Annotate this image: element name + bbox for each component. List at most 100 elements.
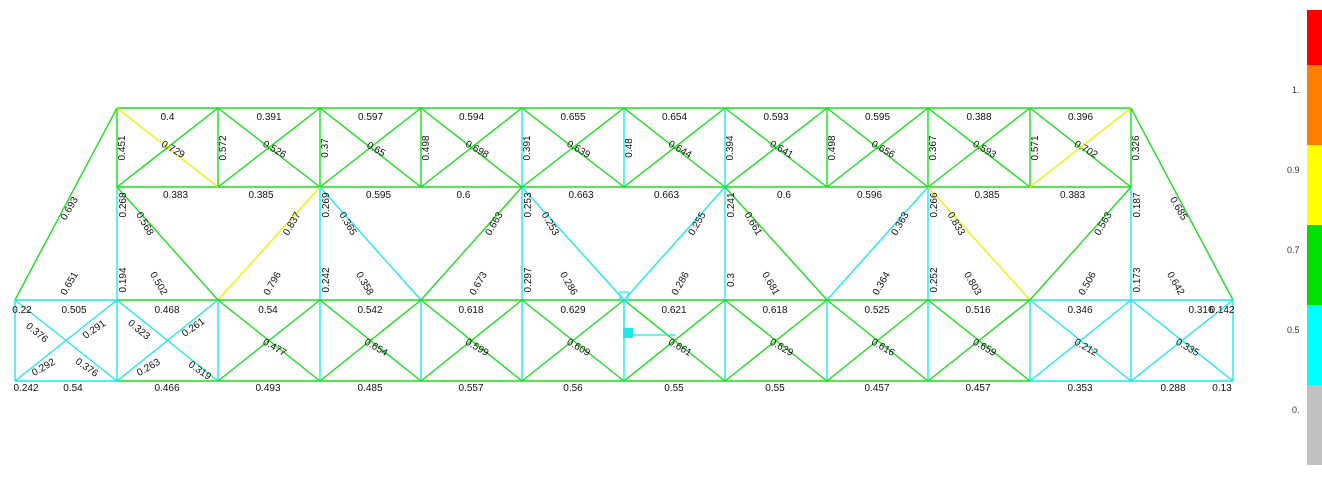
lower-mid-diagonal-label: 0.502 (147, 270, 169, 298)
legend-value-label: 0.5 (1287, 325, 1300, 335)
deck-chord-label: 0.525 (864, 305, 889, 316)
bottom-x-label: 0.654 (362, 337, 390, 359)
legend-color-segment (1307, 65, 1322, 145)
deck-chord-label: 0.468 (154, 305, 179, 316)
bottom-chord-label: 0.557 (458, 383, 483, 394)
upper-mid-chord-label: 0.385 (248, 190, 273, 201)
upper-mid-diagonal-label: 0.663 (484, 210, 506, 238)
bottom-x-brace[interactable] (724, 299, 828, 382)
upper-mid-diagonal-label: 0.253 (539, 210, 561, 238)
upper-mid-chord-label: 0.6 (777, 190, 791, 201)
stress-ratio-legend-bar (1307, 10, 1322, 487)
web-diagonal[interactable] (116, 186, 219, 301)
bottom-x-label: 0.659 (971, 337, 999, 359)
top-x-brace[interactable] (826, 107, 929, 188)
deck-chord-label: 0.22 (12, 305, 32, 316)
top-x-label: 0.593 (971, 139, 999, 161)
top-vertical-label: 0.48 (624, 138, 635, 158)
upper-mid-chord-label: 0.663 (654, 190, 679, 201)
web-diagonal[interactable] (724, 186, 828, 301)
upper-mid-diagonal-label: 0.833 (945, 210, 967, 238)
top-x-brace[interactable] (623, 107, 726, 188)
bottom-chord-label: 0.457 (864, 383, 889, 394)
bottom-x-brace[interactable] (116, 299, 219, 382)
top-x-label: 0.641 (768, 139, 796, 161)
lower-mid-diagonal-label: 0.651 (59, 270, 81, 298)
bottom-x-brace[interactable] (521, 299, 625, 382)
top-x-label: 0.65 (365, 140, 388, 159)
bottom-x-brace[interactable] (217, 299, 321, 382)
top-chord-label: 0.388 (966, 112, 991, 123)
top-chord-label: 0.597 (358, 112, 383, 123)
bottom-x-brace[interactable] (623, 299, 726, 382)
legend-color-segment (1307, 385, 1322, 465)
web-diagonal[interactable] (927, 186, 1031, 301)
top-x-brace[interactable] (116, 107, 219, 188)
bottom-diagonal-label: 0.319 (186, 359, 213, 383)
bottom-x-brace[interactable] (420, 299, 523, 382)
upper-mid-diagonal-label: 0.661 (742, 210, 764, 238)
top-vertical-label: 0.498 (421, 135, 432, 160)
end-post-right[interactable] (1130, 107, 1234, 301)
legend-value-label: 1. (1292, 85, 1300, 95)
bottom-x-brace[interactable] (927, 299, 1031, 382)
lower-mid-diagonal-label: 0.803 (961, 270, 983, 298)
bottom-x-brace[interactable] (826, 299, 929, 382)
top-vertical-label: 0.498 (827, 135, 838, 160)
upper-mid-diagonal-label: 0.837 (281, 210, 303, 238)
deck-chord-label: 0.542 (357, 305, 382, 316)
top-x-brace[interactable] (217, 107, 321, 188)
bottom-x-label: 0.661 (666, 337, 694, 359)
upper-mid-vertical-label: 0.266 (929, 192, 940, 217)
deck-chord-label: 0.618 (762, 305, 787, 316)
deck-chord-label: 0.629 (560, 305, 585, 316)
bottom-x-brace[interactable] (1130, 299, 1234, 382)
web-diagonal[interactable] (623, 186, 726, 301)
web-diagonal[interactable] (217, 186, 321, 301)
upper-mid-vertical-label: 0.269 (321, 192, 332, 217)
web-diagonal[interactable] (319, 186, 422, 301)
bottom-chord-label: 0.55 (765, 383, 785, 394)
bottom-chord-label: 0.457 (965, 383, 990, 394)
legend-value-label: 0.7 (1287, 245, 1300, 255)
web-diagonal[interactable] (420, 186, 523, 301)
web-diagonal[interactable] (826, 186, 929, 301)
legend-color-segment (1307, 305, 1322, 385)
bottom-x-brace[interactable] (14, 299, 118, 382)
upper-mid-diagonal-label: 0.563 (1093, 210, 1115, 238)
upper-mid-chord-label: 0.6 (457, 190, 471, 201)
bottom-x-brace[interactable] (319, 299, 422, 382)
web-diagonal[interactable] (521, 186, 625, 301)
top-vertical-label: 0.367 (928, 135, 939, 160)
deck-chord-label: 0.346 (1067, 305, 1092, 316)
deck-chord-label: 0.142 (1209, 305, 1234, 316)
top-x-brace[interactable] (521, 107, 625, 188)
bottom-diagonal-label: 0.263 (135, 357, 163, 379)
end-post-left[interactable] (14, 107, 118, 301)
lower-mid-vertical-label: 0.297 (523, 267, 534, 292)
top-x-brace[interactable] (927, 107, 1031, 188)
bottom-chord-label: 0.466 (154, 383, 179, 394)
web-diagonal[interactable] (1029, 186, 1132, 301)
legend-color-segment (1307, 145, 1322, 225)
bottom-x-brace[interactable] (1029, 299, 1132, 382)
top-x-brace[interactable] (1029, 107, 1132, 188)
top-x-label: 0.656 (869, 139, 897, 161)
top-vertical-label: 0.394 (725, 135, 736, 160)
deck-chord-label: 0.618 (458, 305, 483, 316)
top-chord-label: 0.594 (459, 112, 484, 123)
bottom-x-label: 0.335 (1174, 337, 1202, 359)
top-x-brace[interactable] (420, 107, 523, 188)
bottom-chord-label: 0.13 (1212, 383, 1232, 394)
top-x-brace[interactable] (724, 107, 828, 188)
bottom-diagonal-label: 0.323 (125, 318, 152, 343)
lower-mid-diagonal-label: 0.364 (871, 270, 893, 298)
deck-chord-label: 0.516 (965, 305, 990, 316)
top-chord-label: 0.396 (1068, 112, 1093, 123)
top-vertical-label: 0.571 (1030, 135, 1041, 160)
bottom-diagonal-label: 0.292 (30, 357, 58, 379)
top-x-brace[interactable] (319, 107, 422, 188)
deck-chord-label: 0.621 (661, 305, 686, 316)
